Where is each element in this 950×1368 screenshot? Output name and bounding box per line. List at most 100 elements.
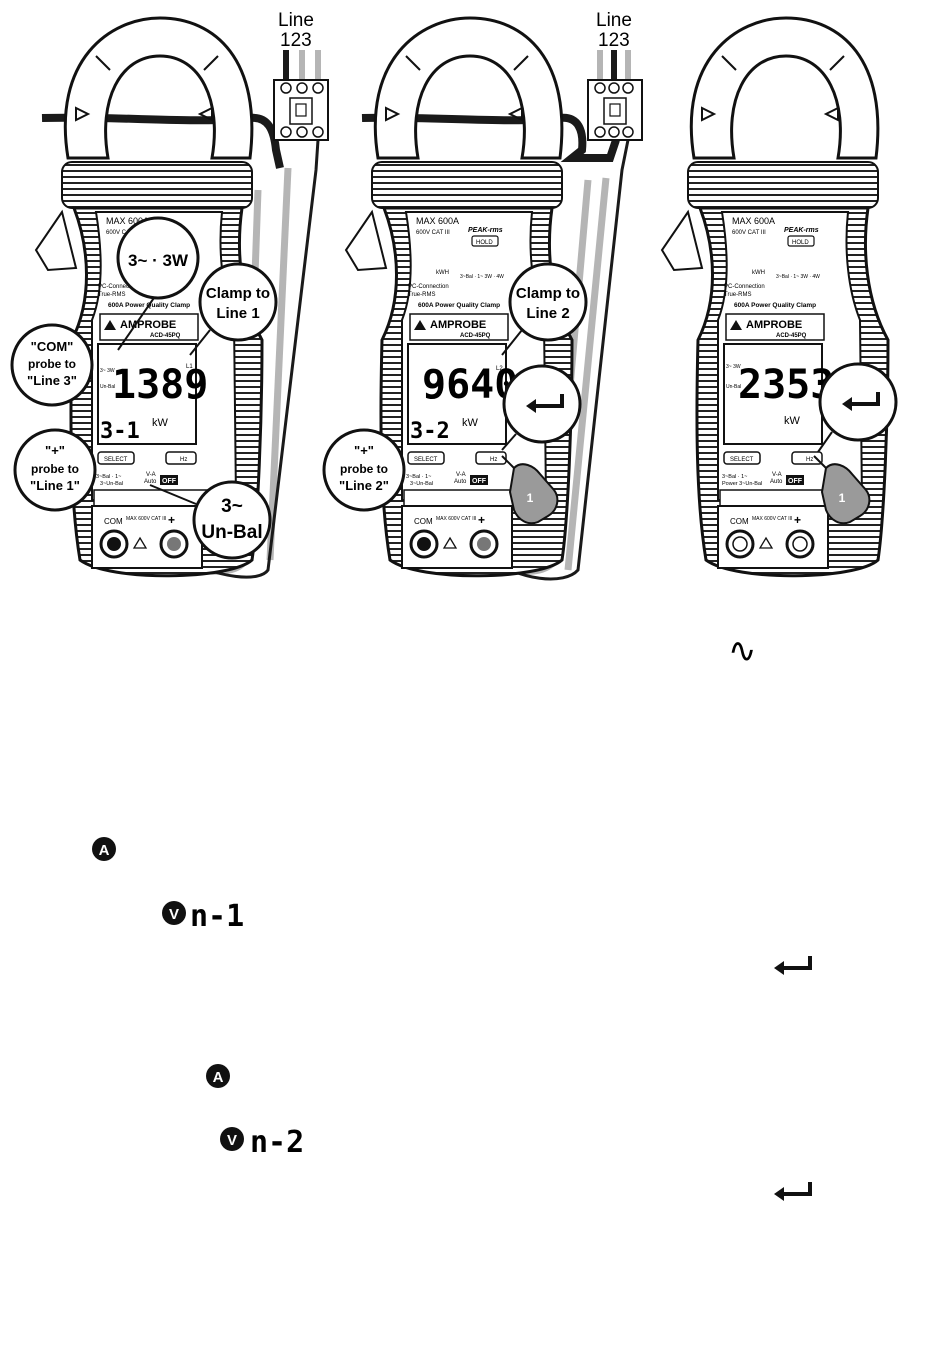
- svg-text:"+": "+": [45, 443, 65, 458]
- kwh-label: kWH: [752, 270, 765, 276]
- lcd-unit: kW: [152, 417, 169, 429]
- va-label: V-A: [772, 472, 782, 478]
- svg-text:V: V: [227, 1132, 237, 1149]
- svg-text:A: A: [99, 842, 110, 859]
- pc-label: PC-Connection: [724, 284, 765, 290]
- lcd-screen: [97, 343, 197, 445]
- step-v-icon-1: V: [162, 901, 186, 925]
- svg-text:probe to: probe to: [28, 357, 76, 371]
- grip-ring: [61, 161, 253, 209]
- mode-label-2: 3~Un-Bal: [410, 481, 433, 487]
- svg-text:Hz: Hz: [180, 457, 187, 463]
- lcd-left-indicator: 3~ 3W: [726, 364, 741, 370]
- svg-text:SELECT: SELECT: [414, 457, 438, 463]
- off-label: OFF: [472, 478, 487, 485]
- seg-display-n-2: n-2: [250, 1125, 304, 1160]
- lcd-unbal-indicator: Un-Bal: [100, 384, 115, 390]
- select-button: [407, 451, 445, 465]
- plus-label: +: [168, 513, 175, 527]
- svg-text:"Line 3": "Line 3": [27, 373, 77, 388]
- callout-clamp-line-2: Clamp to Line 2: [501, 262, 588, 356]
- va-label: V-A: [456, 472, 466, 478]
- svg-text:Clamp to: Clamp to: [206, 285, 270, 302]
- step-a-icon-1: A: [92, 837, 116, 861]
- clamp-jaw: [373, 16, 564, 160]
- svg-text:Line 1: Line 1: [216, 305, 259, 322]
- lcd-side-indicator: L2: [496, 366, 503, 372]
- model-label: ACD-45PQ: [150, 333, 181, 339]
- terminal-block-1: Line 123: [273, 10, 329, 141]
- svg-text:SELECT: SELECT: [104, 457, 128, 463]
- svg-text:Line 2: Line 2: [526, 305, 569, 322]
- max-label: MAX 600A: [106, 216, 149, 226]
- svg-text:"Line 1": "Line 1": [30, 478, 80, 493]
- trms-label: True-RMS: [98, 292, 125, 298]
- cat-small-label: MAX 600V CAT III: [436, 516, 476, 522]
- seg-display-n-1: n-1: [190, 899, 244, 934]
- mode-label-2: 3~Un-Bal: [100, 481, 123, 487]
- brand-label: AMPROBE: [120, 319, 176, 331]
- wire-line-2-light: [266, 167, 292, 561]
- brand-label: AMPROBE: [746, 319, 802, 331]
- kwh-label: kWH: [436, 270, 449, 276]
- pc-label: PC-Connection: [408, 284, 449, 290]
- grip-ring: [687, 161, 879, 209]
- callout-com-probe: "COM" probe to "Line 3": [10, 323, 94, 407]
- svg-text:1: 1: [839, 491, 846, 505]
- select-button: [97, 451, 135, 465]
- svg-text:Clamp to: Clamp to: [516, 285, 580, 302]
- peak-label: PEAK-rms: [468, 227, 503, 234]
- callout-enter-button-3: [817, 362, 898, 453]
- lcd-unit: kW: [784, 415, 801, 427]
- svg-text:A: A: [213, 1069, 224, 1086]
- hold-button: [787, 235, 815, 247]
- svg-text:"COM": "COM": [31, 339, 74, 354]
- brand-label: AMPROBE: [430, 319, 486, 331]
- svg-text:V: V: [169, 906, 179, 923]
- com-label: COM: [104, 517, 123, 526]
- max-label: MAX 600A: [732, 216, 775, 226]
- hz-button: [475, 451, 507, 465]
- svg-text:"Line 2": "Line 2": [339, 478, 389, 493]
- trigger: [34, 209, 78, 272]
- mode-label-2: Power 3~Un-Bal: [722, 481, 762, 487]
- wire-label: 3~Bal · 1~ 3W · 4W: [460, 274, 504, 280]
- svg-text:3~: 3~: [221, 496, 243, 517]
- svg-text:probe to: probe to: [31, 462, 79, 476]
- com-label: COM: [414, 517, 433, 526]
- svg-text:Un-Bal: Un-Bal: [201, 522, 262, 543]
- svg-text:3~ · 3W: 3~ · 3W: [128, 251, 189, 270]
- plus-label: +: [794, 513, 801, 527]
- enter-arrow-icon: [772, 954, 812, 977]
- pc-label: PC-Connection: [98, 284, 139, 290]
- model-label: ACD-45PQ: [460, 333, 491, 339]
- wire-label: 3~Bal · 1~ 3W · 4W: [776, 274, 820, 280]
- callout-plus-probe-1: "+" probe to "Line 1": [13, 428, 97, 512]
- auto-label: Auto: [770, 479, 783, 485]
- meter-2: MAX 600A 600V CAT III PEAK-rms HOLD kWH …: [344, 16, 630, 581]
- hold-label: HOLD: [792, 240, 809, 246]
- lcd-unbal-indicator: Un-Bal: [726, 384, 741, 390]
- svg-text:Hz: Hz: [490, 457, 497, 463]
- line-label-1: Line: [278, 10, 314, 31]
- model-label: ACD-45PQ: [776, 333, 807, 339]
- callout-wiring: 3~ · 3W: [116, 216, 200, 351]
- trms-label: True-RMS: [724, 292, 751, 298]
- grip-ring: [371, 161, 563, 209]
- enter-arrow-icon: [772, 1180, 812, 1203]
- callout-enter-button-2: [501, 364, 582, 451]
- step-v-icon-2: V: [220, 1127, 244, 1151]
- mode-label: 3~Bal · 1~: [406, 474, 431, 480]
- lcd-reading: 9640: [422, 362, 518, 408]
- off-label: OFF: [788, 478, 803, 485]
- mode-label: 3~Bal · 1~: [722, 474, 747, 480]
- svg-text:probe to: probe to: [340, 462, 388, 476]
- clamp-jaw: [689, 16, 880, 160]
- com-label: COM: [730, 517, 749, 526]
- lcd-left-indicator: 3~ 3W: [100, 368, 115, 374]
- plus-label: +: [478, 513, 485, 527]
- cat-label: 600V CAT III: [732, 230, 766, 236]
- auto-label: Auto: [144, 479, 157, 485]
- line-label-2: Line: [596, 10, 632, 31]
